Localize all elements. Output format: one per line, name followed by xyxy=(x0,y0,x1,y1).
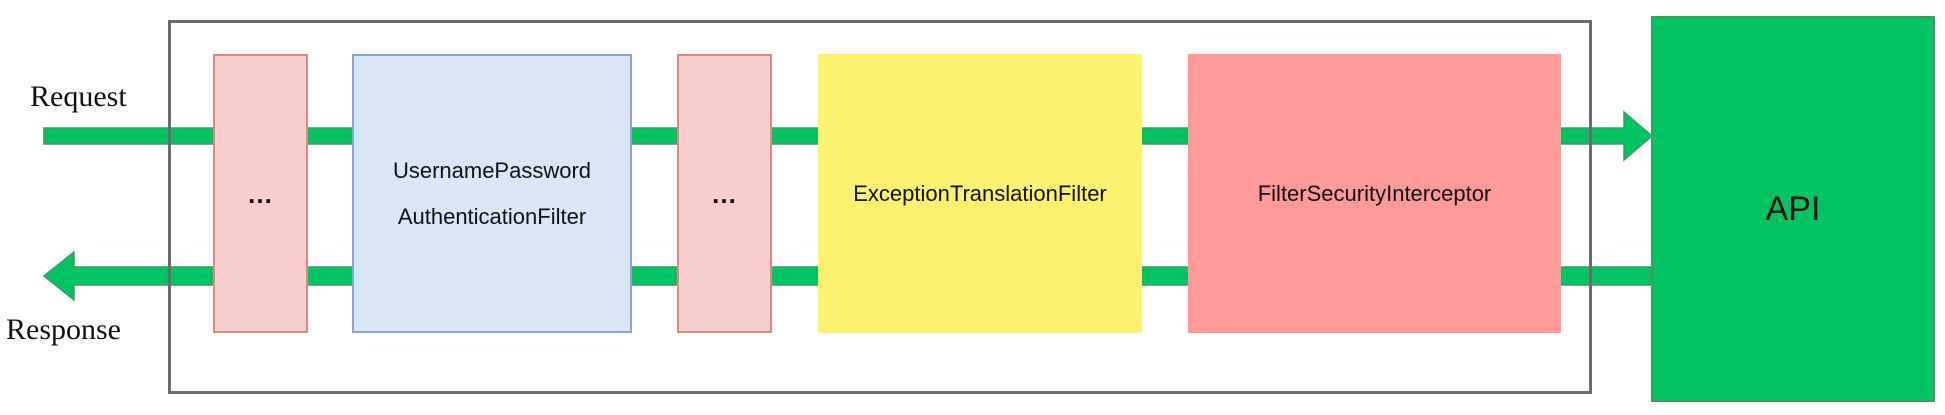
filter-box-exception-translation: ExceptionTranslationFilter xyxy=(818,54,1142,333)
filter-label: ... xyxy=(712,178,737,209)
filter-label: ... xyxy=(248,178,273,209)
filter-label: ExceptionTranslationFilter xyxy=(853,180,1107,206)
response-label: Response xyxy=(6,313,121,346)
filter-label: FilterSecurityInterceptor xyxy=(1257,180,1492,206)
filter-label-line2: AuthenticationFilter xyxy=(397,203,587,229)
request-label: Request xyxy=(30,80,127,113)
filter-label-line1: UsernamePassword xyxy=(392,157,592,183)
filter-box-ellipsis-1: ... xyxy=(213,54,308,333)
api-box: API xyxy=(1651,16,1935,402)
api-label: API xyxy=(1765,189,1821,228)
filter-box-ellipsis-2: ... xyxy=(677,54,772,333)
filter-box-username-password-authentication: UsernamePassword AuthenticationFilter xyxy=(352,54,632,333)
filter-box-filter-security-interceptor: FilterSecurityInterceptor xyxy=(1188,54,1561,333)
filter-chain-container xyxy=(168,20,1592,394)
